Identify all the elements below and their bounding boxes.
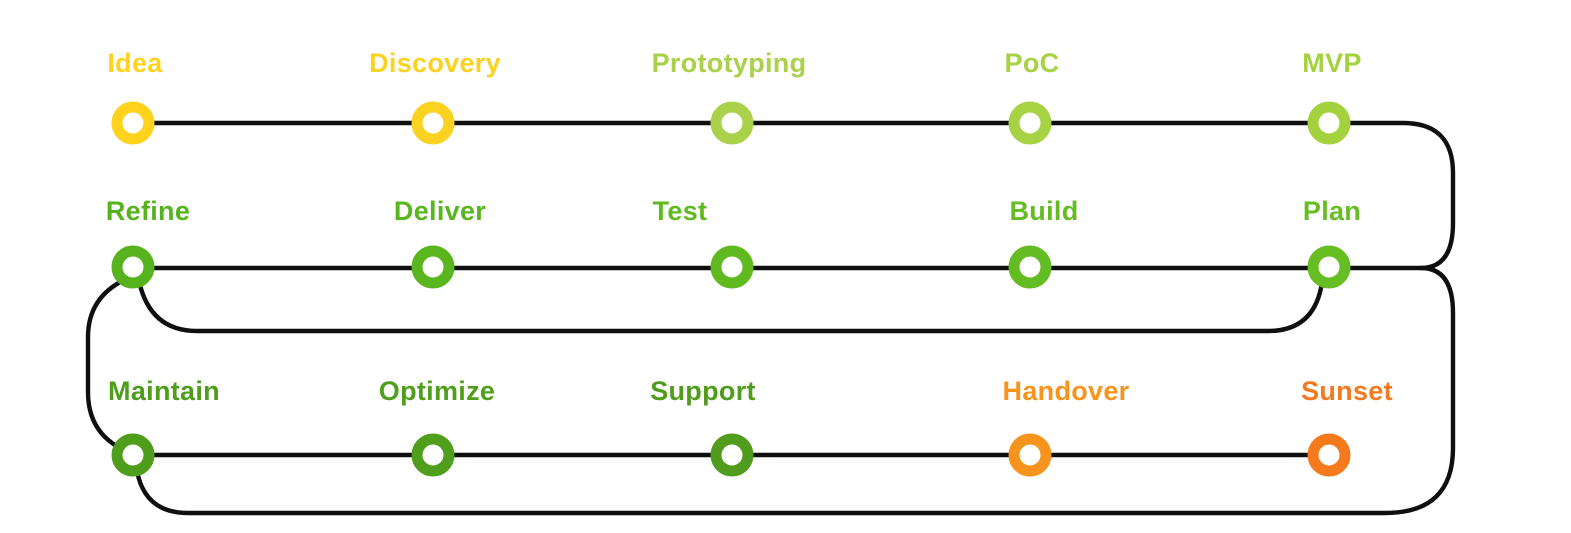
stage-label-plan: Plan: [1302, 196, 1362, 226]
stage-nodes: [111, 101, 1351, 477]
stage-label-deliver: Deliver: [393, 196, 487, 226]
stage-label-idea: Idea: [107, 48, 163, 78]
stage-node-idea: [111, 101, 155, 145]
stage-label-optimize: Optimize: [378, 376, 496, 406]
stage-label-test: Test: [652, 196, 708, 226]
stage-node-test: [710, 245, 754, 289]
path-right-outer-loop-to-maintain: [131, 265, 1456, 516]
path-left-curve-refine-to-maintain: [85, 277, 127, 453]
stage-node-refine: [111, 245, 155, 289]
stage-node-maintain: [111, 433, 155, 477]
stage-label-support: Support: [650, 376, 756, 406]
stage-node-sunset: [1307, 433, 1351, 477]
stage-node-discovery: [411, 101, 455, 145]
stage-node-handover: [1008, 433, 1052, 477]
stage-node-optimize: [411, 433, 455, 477]
stage-label-handover: Handover: [1002, 376, 1130, 406]
stage-node-prototyping: [710, 101, 754, 145]
connector-paths: [85, 120, 1456, 516]
stage-label-discovery: Discovery: [369, 48, 501, 78]
stage-label-sunset: Sunset: [1301, 376, 1393, 406]
stage-node-support: [710, 433, 754, 477]
stage-node-build: [1008, 245, 1052, 289]
stage-label-poc: PoC: [1004, 48, 1060, 78]
stage-label-build: Build: [1009, 196, 1079, 226]
stage-label-refine: Refine: [105, 196, 191, 226]
stage-node-mvp: [1307, 101, 1351, 145]
stage-node-deliver: [411, 245, 455, 289]
stage-node-poc: [1008, 101, 1052, 145]
stage-label-prototyping: Prototyping: [651, 48, 807, 78]
stage-node-plan: [1307, 245, 1351, 289]
stage-label-maintain: Maintain: [108, 376, 220, 406]
stage-label-mvp: MVP: [1302, 48, 1362, 78]
path-under-loop-refine-to-plan: [136, 278, 1326, 334]
path-top-row-to-middle: [130, 120, 1456, 271]
